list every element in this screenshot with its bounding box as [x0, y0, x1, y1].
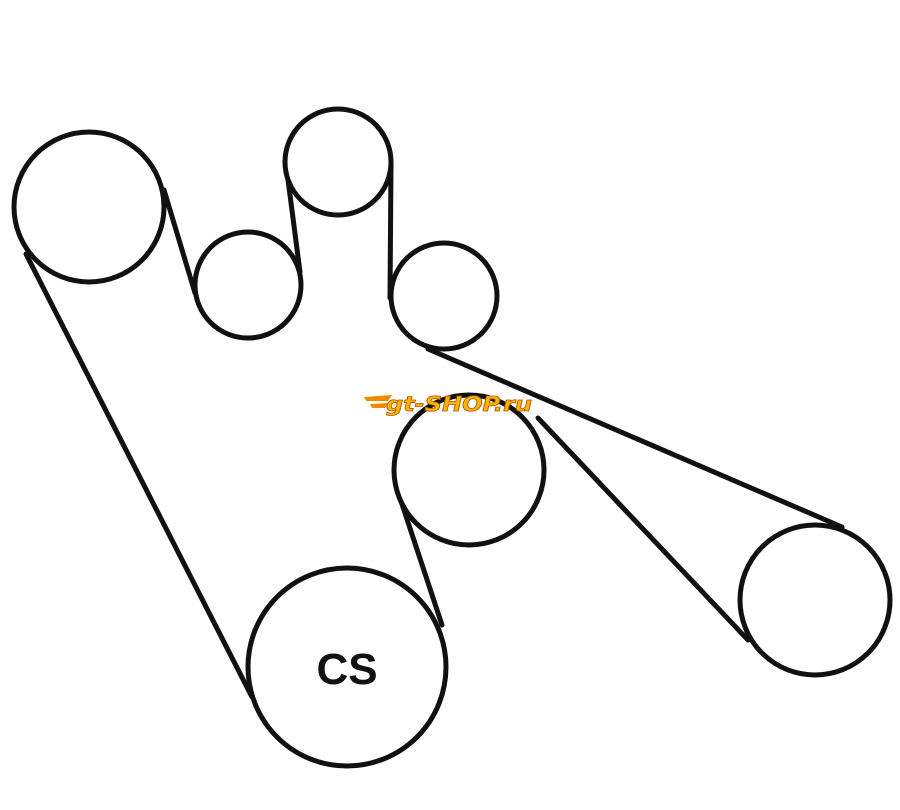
watermark-logo: gt-SHOP.ru: [364, 392, 532, 416]
belt-segment-p4-right: [425, 346, 845, 530]
pulley-idler-center: [391, 392, 547, 548]
watermark-text: gt-SHOP.ru: [386, 392, 532, 416]
belt-segment-idler-right: [535, 415, 751, 643]
speed-streaks-icon: [364, 395, 392, 408]
belt-segment-left: [23, 251, 255, 700]
pulley-upper-left: [11, 129, 167, 285]
crankshaft-label: CS: [316, 645, 377, 694]
belt-segment-p3-p4: [387, 162, 394, 301]
pulley-top: [282, 106, 394, 218]
pulley-upper-mid-right: [388, 240, 500, 352]
belt-segment-p2-p3: [284, 169, 303, 275]
pulley-right: [737, 522, 893, 678]
pulley-upper-mid-left: [192, 229, 304, 341]
belt-segment-p1-p2: [161, 187, 198, 296]
pulley-crankshaft: [245, 565, 449, 769]
